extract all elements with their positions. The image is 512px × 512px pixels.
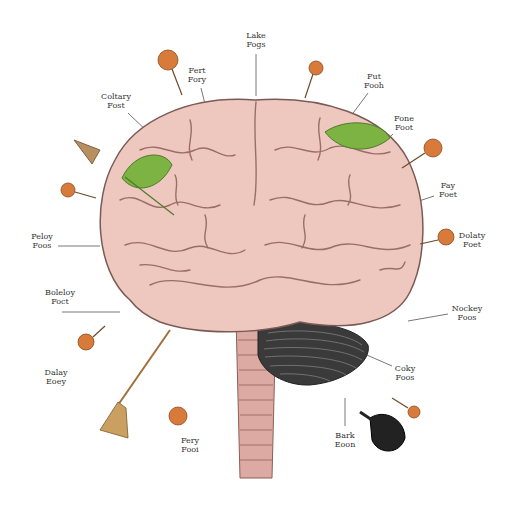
part-label: Fert Fory — [188, 66, 206, 84]
part-label: Boleloy Foct — [45, 288, 75, 306]
part-label: Fut Fooh — [364, 72, 384, 90]
part-label: Fone Foot — [394, 114, 414, 132]
part-label: Peloy Foos — [31, 232, 53, 250]
part-label: Coky Foos — [395, 364, 415, 382]
part-label: Lake Fogs — [246, 31, 266, 49]
part-label: Nockey Foos — [452, 304, 482, 322]
part-label: Dalay Eoey — [44, 368, 67, 386]
part-label: Bark Eoon — [335, 431, 356, 449]
part-label: Dolaty Foet — [459, 231, 485, 249]
part-label: Fay Foet — [439, 181, 457, 199]
part-label: Coltary Fost — [101, 92, 131, 110]
part-label: Fery Fooi — [181, 436, 199, 454]
leader-lines — [58, 54, 448, 426]
